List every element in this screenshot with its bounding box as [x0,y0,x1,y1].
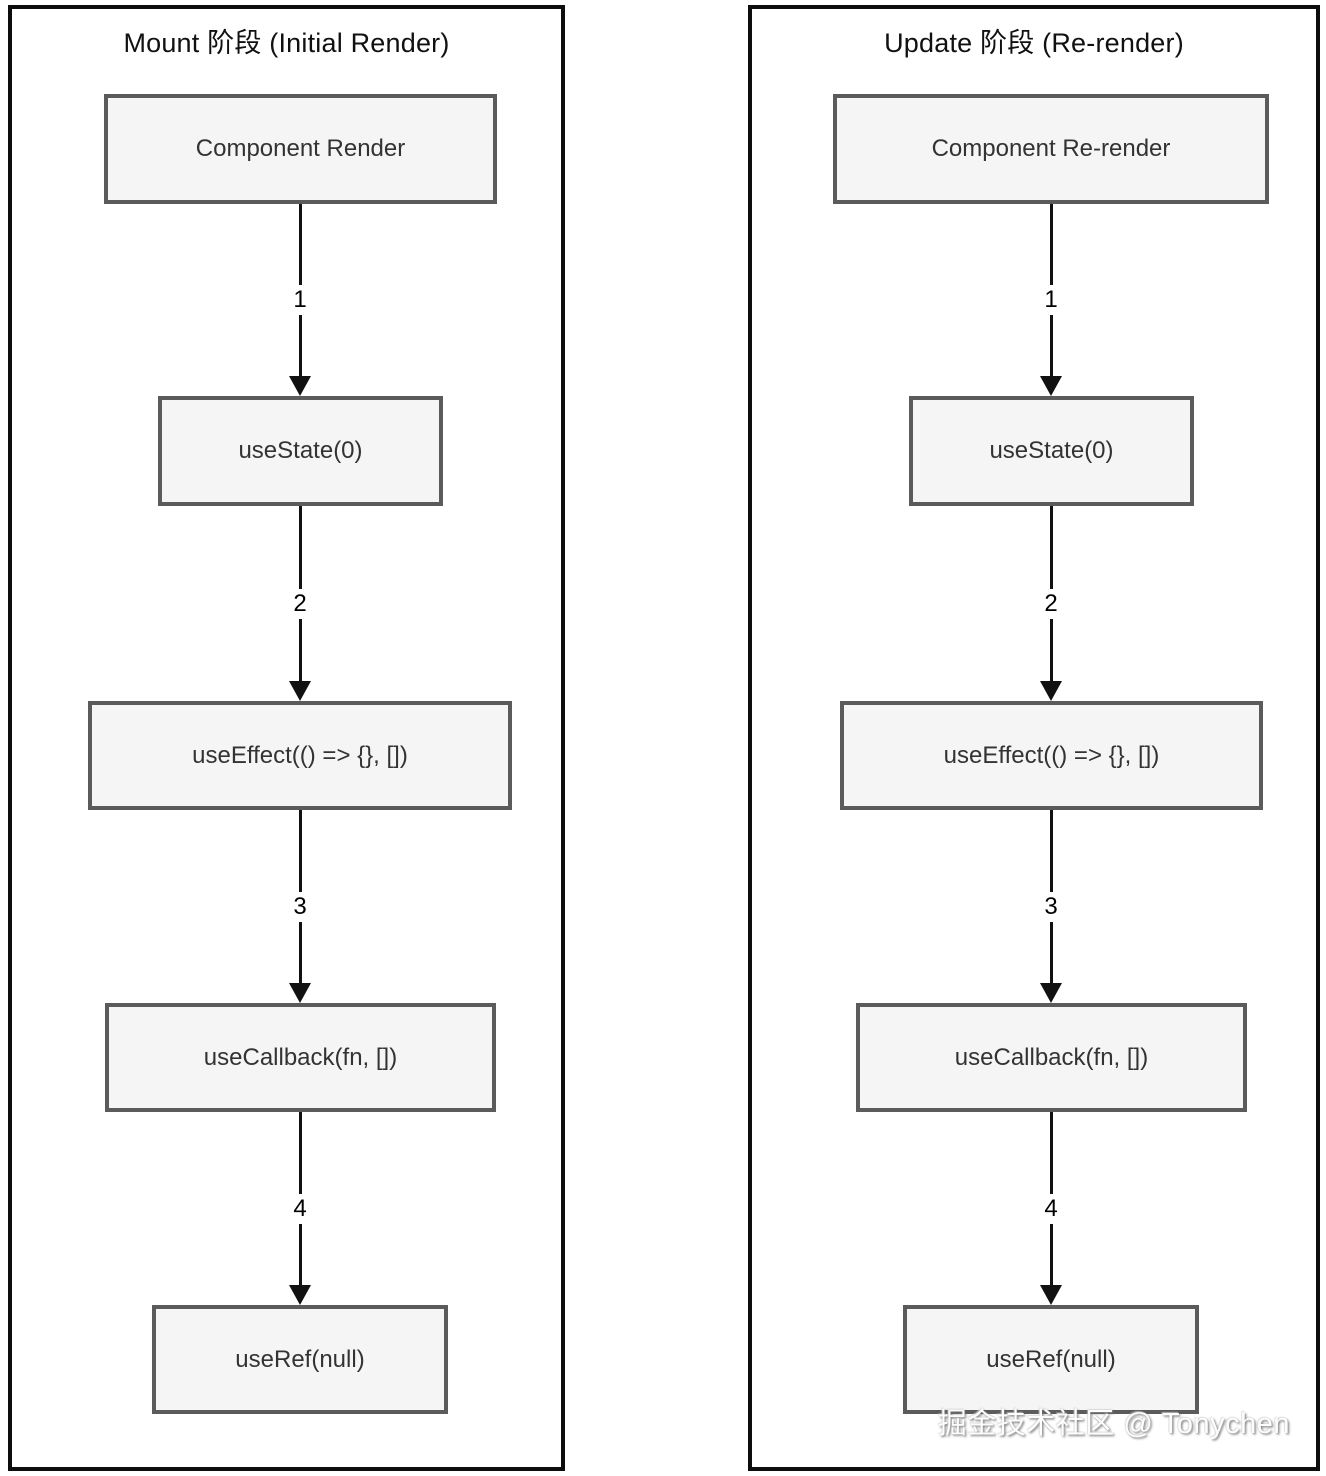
node-component-render: Component Render [104,94,497,204]
arrowhead-down-icon [289,1285,311,1305]
node-component-re-render: Component Re-render [833,94,1269,204]
arrow-update-1: 1 [1029,204,1073,396]
node-label: Component Render [195,135,406,162]
node-label: useCallback(fn, []) [203,1043,398,1071]
panel-title: Update 阶段 (Re-render) [884,28,1184,58]
arrow-step-label: 4 [1036,1193,1066,1224]
arrow-step-label: 2 [1036,588,1066,619]
node-label: useRef(null) [235,1345,365,1373]
node-label: useEffect(() => {}, []) [192,741,408,769]
arrow-mount-4: 4 [278,1112,322,1305]
node-label: useEffect(() => {}, []) [943,741,1160,769]
arrow-step-label: 3 [1036,891,1066,922]
node-use-callback-update: useCallback(fn, []) [856,1003,1247,1112]
watermark: 掘金技术社区 @ Tonychen [937,1408,1290,1440]
arrow-step-label: 2 [285,588,315,619]
panel-mount: Mount 阶段 (Initial Render) Component Rend… [8,5,565,1471]
node-label: Component Re-render [931,135,1171,162]
arrowhead-down-icon [289,376,311,396]
node-use-ref-update: useRef(null) [903,1305,1199,1414]
node-label: useRef(null) [986,1345,1116,1373]
arrowhead-down-icon [289,983,311,1003]
arrowhead-down-icon [1040,983,1062,1003]
arrowhead-down-icon [1040,376,1062,396]
arrow-step-label: 4 [285,1193,315,1224]
arrowhead-down-icon [1040,1285,1062,1305]
node-use-ref-mount: useRef(null) [152,1305,448,1414]
panel-update: Update 阶段 (Re-render) Component Re-rende… [748,5,1320,1471]
arrow-step-label: 1 [285,285,315,315]
node-use-effect-mount: useEffect(() => {}, []) [88,701,512,810]
arrow-mount-1: 1 [278,204,322,396]
arrow-mount-2: 2 [278,506,322,701]
arrow-update-2: 2 [1029,506,1073,701]
panel-title: Mount 阶段 (Initial Render) [123,28,450,58]
arrow-step-label: 1 [1036,285,1066,315]
node-use-state-update: useState(0) [909,396,1194,506]
arrowhead-down-icon [289,681,311,701]
node-use-effect-update: useEffect(() => {}, []) [840,701,1263,810]
arrow-step-label: 3 [285,891,315,922]
arrow-update-4: 4 [1029,1112,1073,1305]
node-label: useState(0) [238,437,363,464]
node-label: useCallback(fn, []) [954,1043,1149,1071]
arrow-mount-3: 3 [278,810,322,1003]
arrow-update-3: 3 [1029,810,1073,1003]
node-label: useState(0) [989,437,1114,464]
node-use-callback-mount: useCallback(fn, []) [105,1003,496,1112]
arrowhead-down-icon [1040,681,1062,701]
node-use-state-mount: useState(0) [158,396,443,506]
